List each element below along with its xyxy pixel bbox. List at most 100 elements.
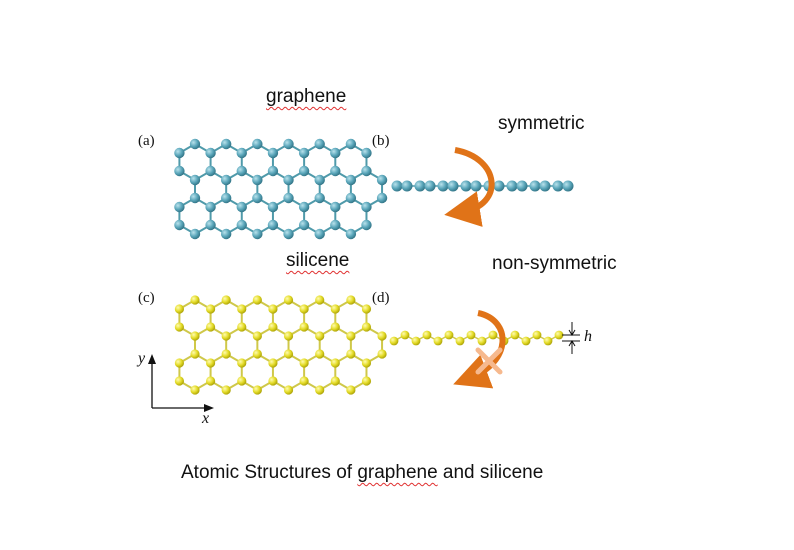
atom: [283, 385, 294, 395]
atom: [493, 180, 505, 192]
atom: [283, 192, 294, 204]
atom: [283, 138, 294, 150]
atom: [330, 219, 341, 231]
atom: [414, 180, 426, 192]
atom: [267, 165, 279, 177]
atom: [205, 219, 216, 231]
atom: [268, 358, 278, 368]
y-axis-label: y: [138, 350, 146, 367]
atom: [447, 180, 459, 192]
panel-b-label: (b): [372, 133, 390, 149]
x-axis-label: x: [202, 410, 210, 427]
atom: [299, 304, 309, 314]
panel-d-label: (d): [372, 290, 390, 306]
atom: [539, 180, 551, 192]
atom: [330, 147, 341, 159]
atom: [437, 180, 449, 192]
silicene-side-atoms: [389, 330, 564, 346]
atom: [330, 165, 341, 177]
atom: [470, 180, 482, 192]
atom: [330, 304, 340, 314]
atom: [455, 336, 465, 346]
atom: [236, 201, 247, 213]
atom: [299, 322, 309, 332]
atom: [237, 358, 247, 368]
atom: [220, 228, 232, 240]
silicene-title: silicene: [286, 250, 350, 271]
atom: [346, 295, 356, 305]
atom: [529, 180, 541, 192]
atom: [268, 304, 278, 314]
atom: [361, 201, 372, 213]
caption-part2: and silicene: [437, 462, 544, 483]
height-label: h: [584, 328, 592, 345]
atom: [237, 304, 247, 314]
atom: [361, 165, 372, 177]
atom: [433, 336, 443, 346]
graphene-side-atoms: [391, 180, 574, 192]
atom: [314, 192, 325, 204]
graphene-title: graphene: [266, 86, 347, 107]
atom: [189, 174, 201, 186]
atom: [315, 331, 325, 341]
atom: [267, 201, 279, 213]
atom: [221, 385, 231, 395]
atom: [377, 331, 387, 341]
mirror-arrow-icon: [444, 147, 495, 227]
atom: [236, 147, 247, 159]
atom: [283, 295, 294, 305]
atom: [330, 201, 341, 213]
atom: [205, 304, 216, 314]
atom: [189, 138, 201, 150]
atom: [298, 201, 310, 213]
atom: [315, 295, 325, 305]
atom: [221, 295, 231, 305]
atom: [190, 385, 200, 395]
atom: [190, 349, 200, 359]
atom: [361, 219, 372, 231]
atom: [174, 165, 185, 177]
atom: [189, 192, 201, 204]
atom: [174, 322, 185, 332]
panel-a-label: (a): [138, 133, 155, 149]
atom: [330, 322, 340, 332]
atom: [401, 180, 413, 192]
atom: [510, 330, 520, 340]
atom: [361, 147, 372, 159]
atom: [190, 295, 200, 305]
atom: [411, 336, 421, 346]
atom: [389, 336, 399, 346]
caption-graphene: graphene: [357, 462, 438, 483]
atom: [521, 336, 531, 346]
atom: [376, 192, 388, 204]
atom: [174, 219, 185, 231]
atom: [252, 174, 263, 186]
atom: [205, 358, 216, 368]
atom: [237, 376, 247, 386]
atom: [422, 330, 432, 340]
atom: [252, 192, 263, 204]
atom: [220, 192, 232, 204]
atom: [315, 349, 325, 359]
atom: [189, 228, 201, 240]
atom: [444, 330, 454, 340]
symmetric-label: symmetric: [498, 113, 585, 134]
atom: [298, 219, 310, 231]
atom: [299, 358, 309, 368]
atom: [346, 349, 356, 359]
atom: [477, 336, 487, 346]
broken-mirror-arrow-icon: [453, 310, 506, 389]
atom: [377, 349, 387, 359]
atom: [532, 330, 542, 340]
atom: [236, 219, 247, 231]
atom: [460, 180, 472, 192]
atom: [174, 304, 185, 314]
atom: [283, 331, 294, 341]
atom: [205, 376, 216, 386]
atom: [236, 165, 247, 177]
atom: [252, 295, 262, 305]
atom: [205, 201, 216, 213]
atom: [252, 138, 263, 150]
atom: [174, 147, 185, 159]
